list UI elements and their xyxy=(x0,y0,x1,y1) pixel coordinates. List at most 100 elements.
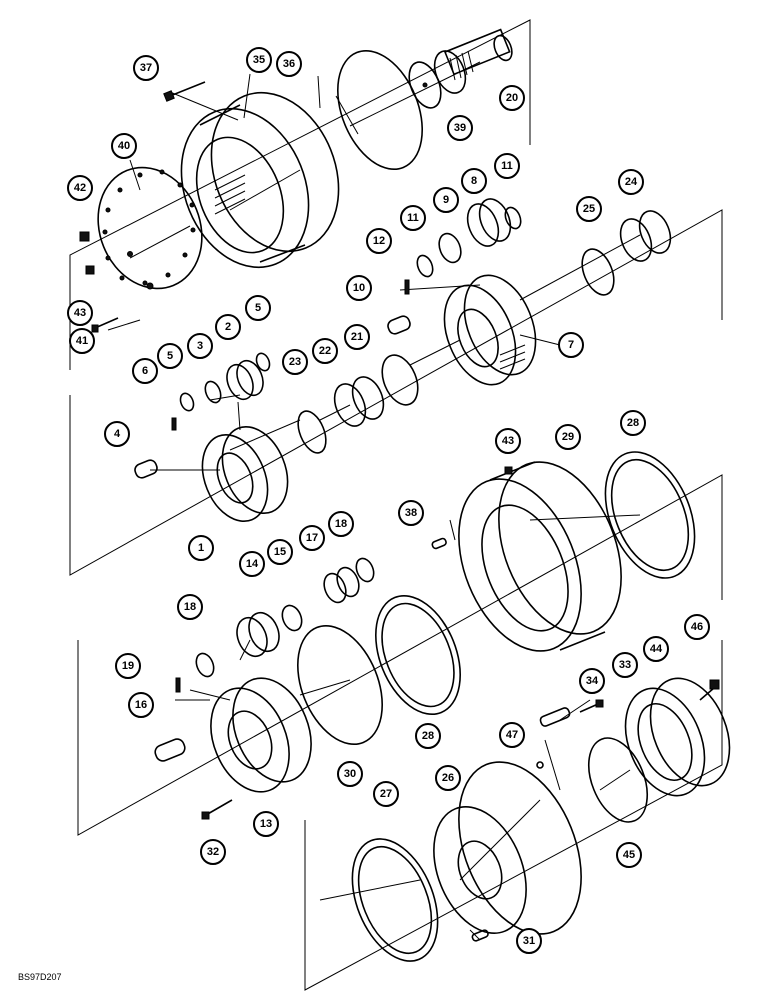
svg-text:32: 32 xyxy=(207,846,219,858)
svg-text:26: 26 xyxy=(442,772,454,784)
part-seal-28a xyxy=(604,451,696,579)
part-bolt-46 xyxy=(699,679,720,701)
callout-25: 25 xyxy=(576,196,602,222)
svg-text:40: 40 xyxy=(118,140,130,152)
callout-8: 8 xyxy=(461,168,487,194)
part-pin-12 xyxy=(404,279,410,295)
svg-text:33: 33 xyxy=(619,659,631,671)
svg-text:8: 8 xyxy=(471,175,477,187)
svg-text:13: 13 xyxy=(260,818,272,830)
callout-31: 31 xyxy=(516,928,542,954)
callout-46: 46 xyxy=(684,614,710,640)
part-gear-14 xyxy=(236,611,280,658)
callout-18b: 18 xyxy=(177,594,203,620)
callout-34: 34 xyxy=(579,668,605,694)
part-washer-5b xyxy=(179,392,195,412)
callout-18a: 18 xyxy=(328,511,354,537)
svg-text:23: 23 xyxy=(289,356,301,368)
svg-text:7: 7 xyxy=(568,339,574,351)
part-gear-22 xyxy=(333,376,385,427)
svg-text:14: 14 xyxy=(246,558,259,570)
part-pin-38 xyxy=(431,537,447,550)
svg-text:27: 27 xyxy=(380,788,392,800)
svg-text:18: 18 xyxy=(184,601,196,613)
callout-17: 17 xyxy=(299,525,325,551)
svg-text:4: 4 xyxy=(114,428,121,440)
part-washer-18a xyxy=(355,557,375,583)
callout-38: 38 xyxy=(398,500,424,526)
callout-4: 4 xyxy=(104,421,130,447)
part-pin-6 xyxy=(171,417,177,431)
svg-text:22: 22 xyxy=(319,345,331,357)
callout-32: 32 xyxy=(200,839,226,865)
callout-13: 13 xyxy=(253,811,279,837)
part-ring-21 xyxy=(381,354,419,406)
svg-text:29: 29 xyxy=(562,431,574,443)
svg-text:10: 10 xyxy=(353,282,365,294)
callout-44: 44 xyxy=(643,636,669,662)
part-bolt-33 xyxy=(579,699,604,713)
callout-11a: 11 xyxy=(494,153,520,179)
callout-7: 7 xyxy=(558,332,584,358)
svg-text:43: 43 xyxy=(74,307,86,319)
callout-10: 10 xyxy=(346,275,372,301)
part-shaft-16 xyxy=(154,738,186,762)
svg-text:38: 38 xyxy=(405,507,417,519)
part-ring-25 xyxy=(581,248,615,296)
callout-33: 33 xyxy=(612,652,638,678)
part-pin-19 xyxy=(175,677,181,693)
svg-text:46: 46 xyxy=(691,621,703,633)
callout-23: 23 xyxy=(282,349,308,375)
part-oring-36 xyxy=(337,49,423,171)
callout-29: 29 xyxy=(555,424,581,450)
svg-text:5: 5 xyxy=(255,302,261,314)
svg-text:28: 28 xyxy=(422,730,434,742)
callout-40: 40 xyxy=(111,133,137,159)
part-bolt-32 xyxy=(201,799,233,820)
part-washer-18b xyxy=(195,652,215,678)
callout-22: 22 xyxy=(312,338,338,364)
part-bolt-37 xyxy=(163,81,206,102)
svg-text:36: 36 xyxy=(283,58,295,70)
part-gear-2 xyxy=(226,359,264,401)
callout-30: 30 xyxy=(337,761,363,787)
part-shaft-4 xyxy=(134,459,158,479)
callout-26: 26 xyxy=(435,765,461,791)
svg-text:24: 24 xyxy=(625,176,638,188)
svg-text:15: 15 xyxy=(274,546,286,558)
part-plug-42 xyxy=(79,231,90,242)
callout-43a: 43 xyxy=(67,300,93,326)
part-bushing-17 xyxy=(323,566,360,604)
part-pin-47 xyxy=(536,761,544,769)
callout-11b: 11 xyxy=(400,205,426,231)
part-seal-28b xyxy=(375,594,461,716)
part-bearing-15 xyxy=(281,604,303,632)
callout-16: 16 xyxy=(128,692,154,718)
part-washer-5a xyxy=(255,352,271,372)
callout-28b: 28 xyxy=(415,723,441,749)
svg-text:43: 43 xyxy=(502,435,514,447)
callout-45: 45 xyxy=(616,842,642,868)
svg-text:42: 42 xyxy=(74,182,86,194)
callout-41: 41 xyxy=(69,328,95,354)
part-carrier-1 xyxy=(201,425,289,523)
svg-text:19: 19 xyxy=(122,660,134,672)
part-sun-shaft-20 xyxy=(433,28,513,94)
callout-3: 3 xyxy=(187,333,213,359)
part-plug-43 xyxy=(85,265,95,275)
callout-5b: 5 xyxy=(157,343,183,369)
svg-text:11: 11 xyxy=(501,160,513,172)
part-bearing-9 xyxy=(438,232,462,264)
svg-text:35: 35 xyxy=(253,54,265,66)
svg-text:21: 21 xyxy=(351,331,363,343)
callout-12: 12 xyxy=(366,228,392,254)
part-plug-43b xyxy=(504,466,513,475)
callout-42: 42 xyxy=(67,175,93,201)
svg-text:25: 25 xyxy=(583,203,595,215)
callout-28a: 28 xyxy=(620,410,646,436)
part-bolt-41 xyxy=(91,317,119,333)
svg-text:9: 9 xyxy=(443,194,449,206)
part-carrier-13 xyxy=(210,677,312,793)
svg-text:39: 39 xyxy=(454,122,466,134)
